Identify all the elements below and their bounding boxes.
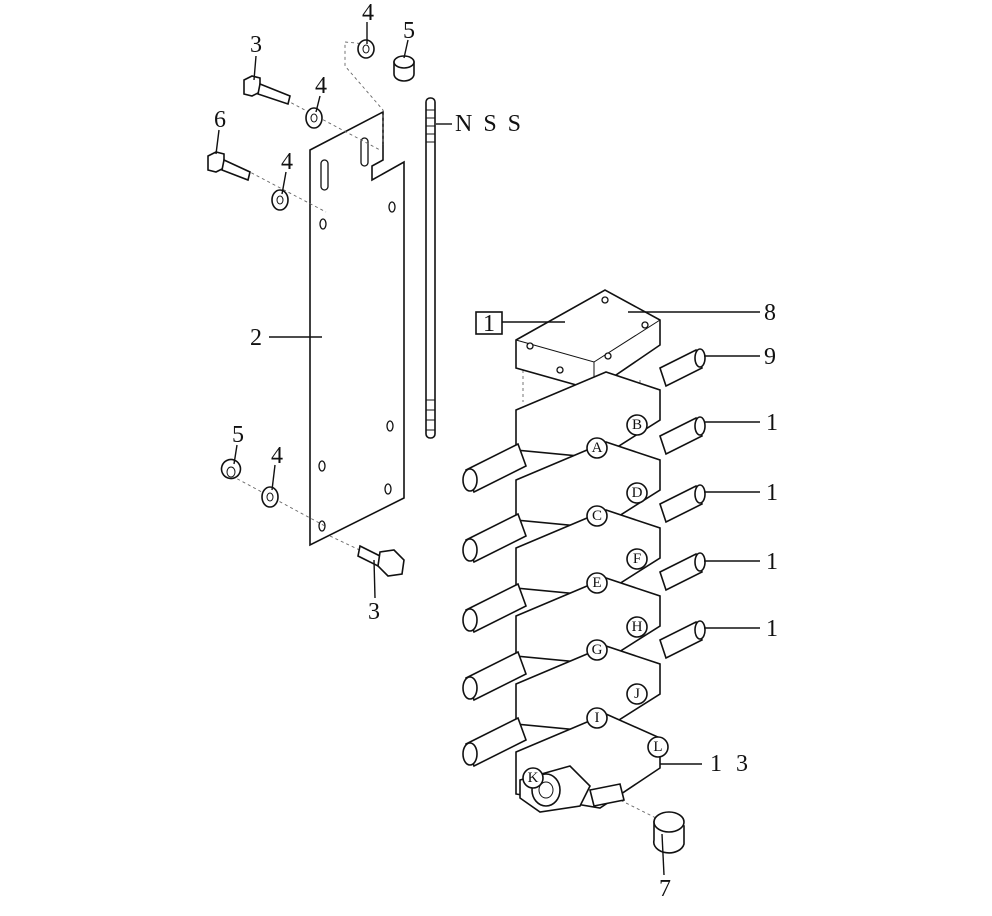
callout-3-top: 3 [250,32,262,58]
port-label-D: D [626,482,648,504]
svg-text:H: H [632,619,643,635]
svg-text:E: E [592,575,601,591]
washer-top [357,39,375,59]
svg-text:G: G [592,642,603,658]
callout-5-top: 5 [403,18,415,44]
leader-lines [215,22,760,876]
callout-boxed-1: 1 [475,311,503,337]
svg-text:1: 1 [483,311,495,337]
callout-4-washer-a: 4 [315,73,327,99]
callout-3-bottom: 3 [368,599,380,625]
callout-1-a: 1 [766,410,778,436]
callout-nss: NSS [455,111,532,137]
callout-4-washer-b: 4 [281,149,293,175]
callout-1-b: 1 [766,480,778,506]
nut-top [393,55,415,82]
svg-text:I: I [595,710,600,726]
svg-text:F: F [633,551,641,567]
threaded-stud [425,97,436,439]
callout-7: 7 [659,876,671,902]
washer-bottom [261,486,279,508]
bolt-top [243,75,291,106]
callout-1-c: 1 [766,549,778,575]
callout-8: 8 [764,300,776,326]
washer-a [305,107,323,129]
nut-bottom [220,458,242,480]
end-cap [652,811,685,854]
port-label-K: K [522,767,544,789]
port-label-L: L [647,736,669,758]
callout-6: 6 [214,107,226,133]
port-label-J: J [626,683,648,705]
port-label-E: E [586,572,608,594]
port-label-A: A [586,437,608,459]
svg-text:K: K [528,770,539,786]
svg-text:B: B [632,417,642,433]
washer-b [271,189,289,211]
valve-cover-block [515,289,661,391]
bolt-6 [207,151,251,182]
port-label-B: B [626,414,648,436]
bolt-bottom [357,544,405,577]
port-label-I: I [586,707,608,729]
valve-section-stack [462,348,706,813]
port-label-G: G [586,639,608,661]
fastener-guide-lines [231,41,661,821]
svg-text:D: D [632,485,643,501]
port-label-C: C [586,505,608,527]
callout-5-bottom: 5 [232,422,244,448]
port-label-H: H [626,616,648,638]
svg-text:C: C [592,508,602,524]
mounting-plate [309,110,405,547]
callout-2: 2 [250,325,262,351]
svg-text:J: J [634,686,640,702]
callout-1-d: 1 [766,616,778,642]
callout-9: 9 [764,344,776,370]
port-label-F: F [626,548,648,570]
callout-4-bottom: 4 [271,443,283,469]
svg-text:L: L [653,739,662,755]
callout-13: 13 [710,751,762,777]
svg-text:A: A [592,440,603,456]
callout-4-top: 4 [362,0,374,26]
